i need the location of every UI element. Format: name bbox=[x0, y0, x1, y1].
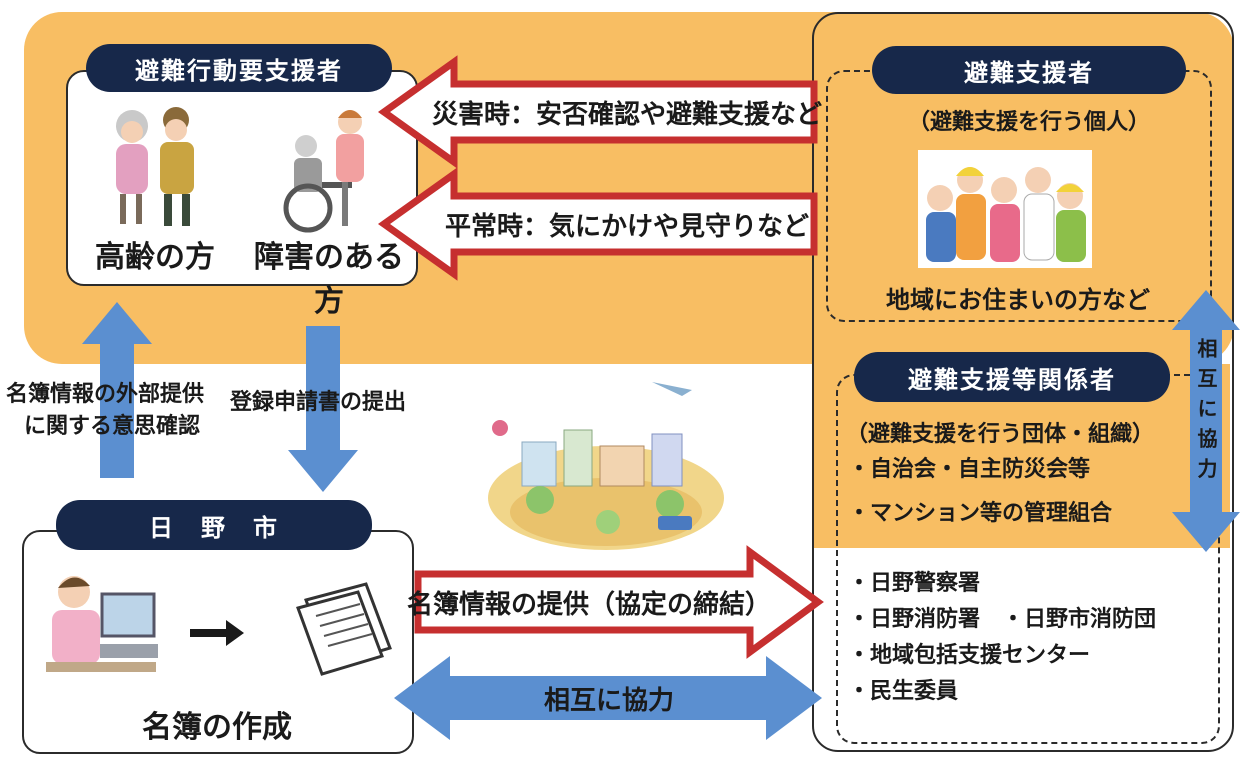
community-people-illustration bbox=[918, 150, 1092, 268]
related-subtitle: （避難支援を行う団体・組織） bbox=[846, 422, 1155, 447]
provide-info-arrow bbox=[414, 545, 824, 659]
city-illustration bbox=[488, 382, 724, 550]
disaster-arrow-label: 災害時：安否確認や避難支援など bbox=[432, 99, 823, 130]
wheelchair-illustration bbox=[283, 110, 364, 233]
city-title: 日 野 市 bbox=[56, 500, 372, 550]
roster-creation-label: 名簿の作成 bbox=[142, 710, 292, 745]
elderly-label: 高齢の方 bbox=[95, 240, 215, 275]
related-item-condo: ・マンション等の管理組合 bbox=[848, 501, 1113, 526]
supporters-subtitle: （避難支援を行う個人） bbox=[907, 110, 1150, 135]
mutual-vertical-label: 相互に協力 bbox=[1194, 338, 1218, 488]
supporters-panel bbox=[812, 12, 1234, 752]
vulnerable-persons-title: 避難行動要支援者 bbox=[86, 44, 392, 92]
mutual-cooperation-label: 相互に協力 bbox=[543, 685, 674, 716]
supporters-title: 避難支援者 bbox=[872, 46, 1186, 94]
mutual-cooperation-arrow bbox=[394, 656, 822, 740]
related-item-fire: ・日野消防署 ・日野市消防団 bbox=[848, 607, 1157, 632]
related-item-neighborhood: ・自治会・自主防災会等 bbox=[848, 457, 1091, 482]
document-stack-icon bbox=[296, 582, 392, 676]
consent-up-arrow bbox=[82, 302, 152, 478]
related-item-support-center: ・地域包括支援センター bbox=[848, 643, 1091, 668]
disaster-arrow bbox=[377, 55, 818, 169]
mutual-vertical-arrow bbox=[1172, 290, 1240, 552]
right-arrow-icon bbox=[190, 620, 244, 646]
consent-label-line2: に関する意思確認 bbox=[24, 414, 201, 439]
normal-arrow bbox=[377, 167, 818, 281]
elderly-couple-illustration bbox=[116, 107, 194, 226]
application-down-arrow bbox=[288, 326, 358, 492]
normal-arrow-label: 平常時：気にかけや見守りなど bbox=[445, 211, 810, 242]
related-title: 避難支援等関係者 bbox=[854, 352, 1170, 402]
provide-info-label: 名簿情報の提供（協定の締結） bbox=[407, 589, 772, 620]
consent-label-line1: 名簿情報の外部提供 bbox=[6, 382, 205, 407]
computer-user-illustration bbox=[46, 576, 158, 672]
disabled-label: 障害のある方 bbox=[254, 240, 404, 319]
related-item-police: ・日野警察署 bbox=[848, 571, 981, 596]
related-item-welfare: ・民生委員 bbox=[848, 679, 959, 704]
supporters-label: 地域にお住まいの方など bbox=[886, 286, 1150, 314]
application-label: 登録申請書の提出 bbox=[230, 390, 407, 415]
